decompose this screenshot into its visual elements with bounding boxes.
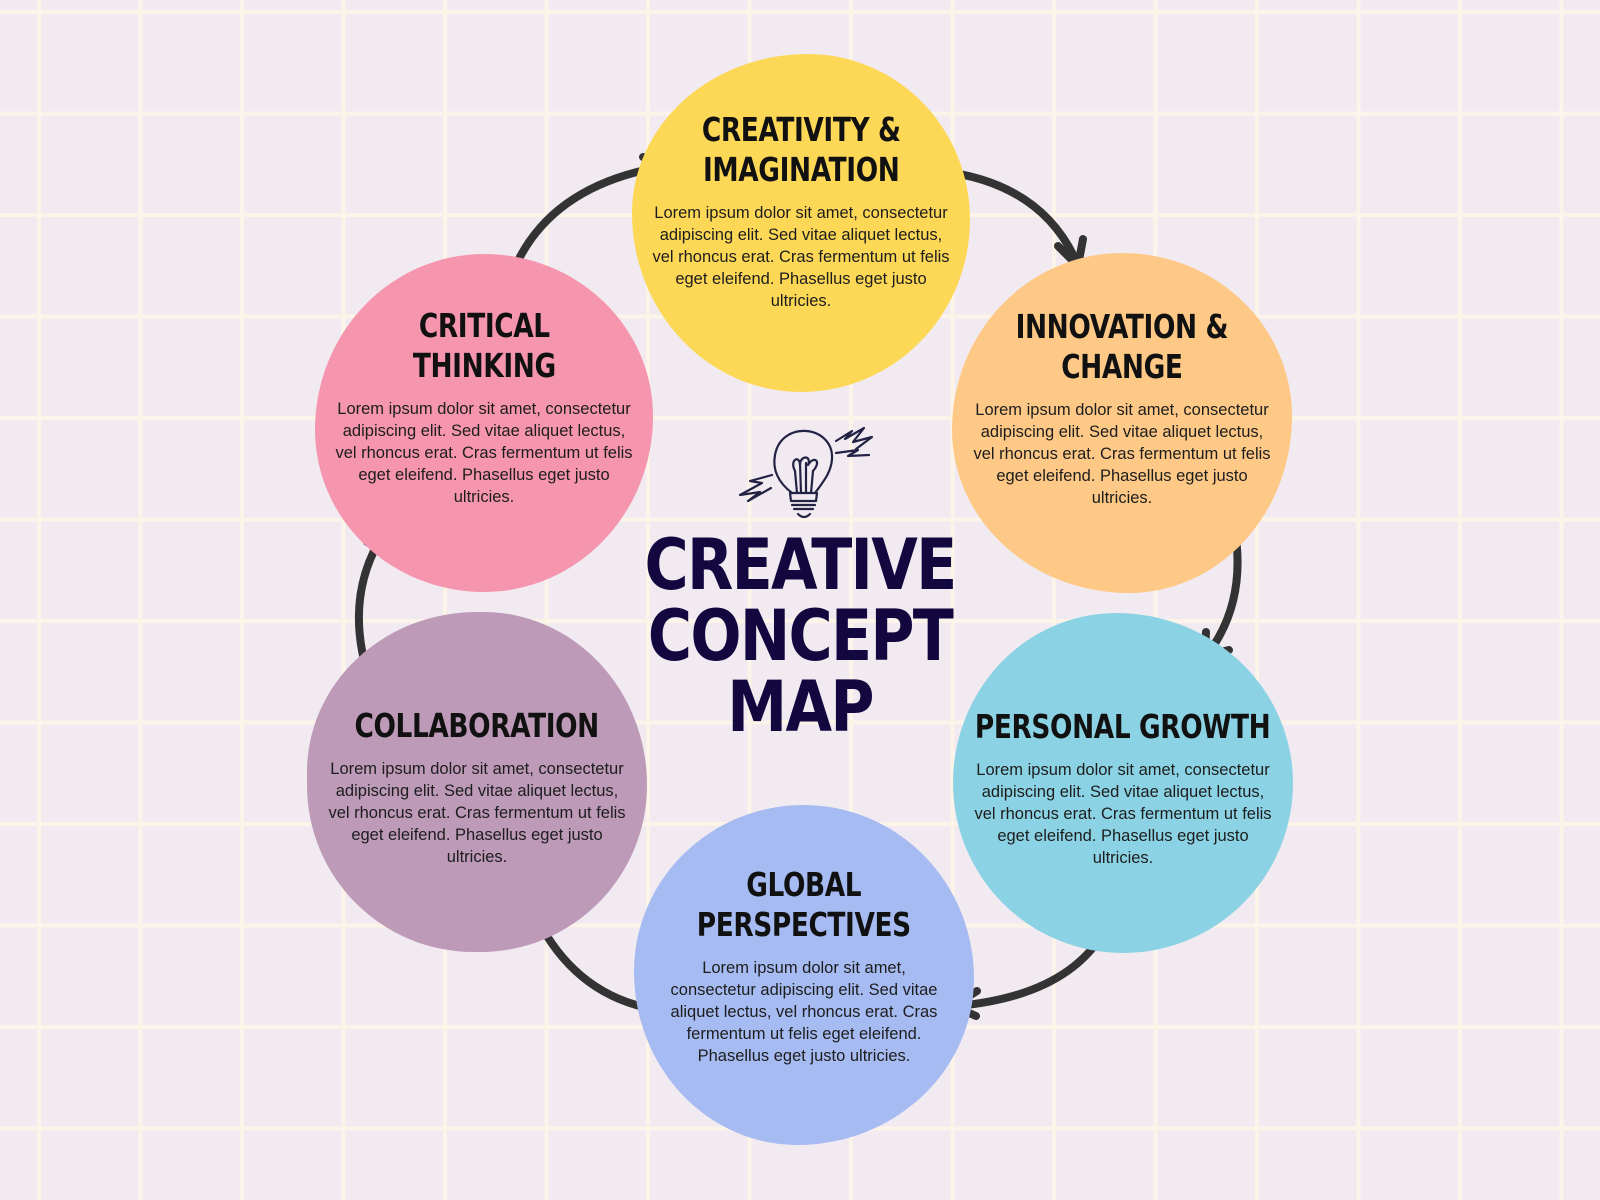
node-title-line: CREATIVITY &	[701, 110, 901, 149]
node-title-line: PERSPECTIVES	[697, 905, 911, 944]
lightbulb-icon	[738, 426, 874, 519]
page-title-line: MAP	[727, 666, 874, 748]
node-critical-thinking: CRITICAL THINKING Lorem ipsum dolor sit …	[315, 254, 653, 592]
page-title-line: CREATIVE	[644, 524, 958, 606]
node-title-line: PERSONAL GROWTH	[975, 707, 1271, 746]
node-title-line: INNOVATION &	[1015, 307, 1229, 346]
node-innovation-change: INNOVATION & CHANGE Lorem ipsum dolor si…	[952, 253, 1292, 593]
node-creativity-imagination: CREATIVITY & IMAGINATION Lorem ipsum dol…	[632, 54, 970, 392]
page-title-line: CONCEPT	[647, 595, 954, 677]
node-title: CRITICAL THINKING	[413, 306, 556, 386]
node-title: CREATIVITY & IMAGINATION	[702, 110, 901, 190]
node-global-perspectives: GLOBAL PERSPECTIVES Lorem ipsum dolor si…	[634, 805, 974, 1145]
node-title: COLLABORATION	[354, 706, 600, 746]
node-description: Lorem ipsum dolor sit amet, consectetur …	[328, 760, 626, 866]
node-title-line: CRITICAL	[418, 306, 550, 345]
node-title: GLOBAL PERSPECTIVES	[697, 865, 911, 945]
page-title: CREATIVE CONCEPT MAP	[600, 530, 1000, 743]
node-title: PERSONAL GROWTH	[975, 707, 1271, 747]
node-title-line: IMAGINATION	[702, 150, 900, 189]
node-title-line: COLLABORATION	[354, 706, 600, 745]
node-description: Lorem ipsum dolor sit amet, consectetur …	[670, 959, 938, 1065]
node-description: Lorem ipsum dolor sit amet, consectetur …	[652, 204, 950, 310]
node-description: Lorem ipsum dolor sit amet, consectetur …	[974, 761, 1272, 867]
node-description: Lorem ipsum dolor sit amet, consectetur …	[973, 401, 1271, 507]
node-title-line: THINKING	[412, 346, 556, 385]
node-collaboration: COLLABORATION Lorem ipsum dolor sit amet…	[307, 612, 647, 952]
node-title-line: GLOBAL	[746, 865, 862, 904]
node-description: Lorem ipsum dolor sit amet, consectetur …	[335, 400, 633, 506]
node-title-line: CHANGE	[1061, 347, 1183, 386]
node-title: INNOVATION & CHANGE	[1016, 307, 1229, 387]
node-personal-growth: PERSONAL GROWTH Lorem ipsum dolor sit am…	[953, 613, 1293, 953]
